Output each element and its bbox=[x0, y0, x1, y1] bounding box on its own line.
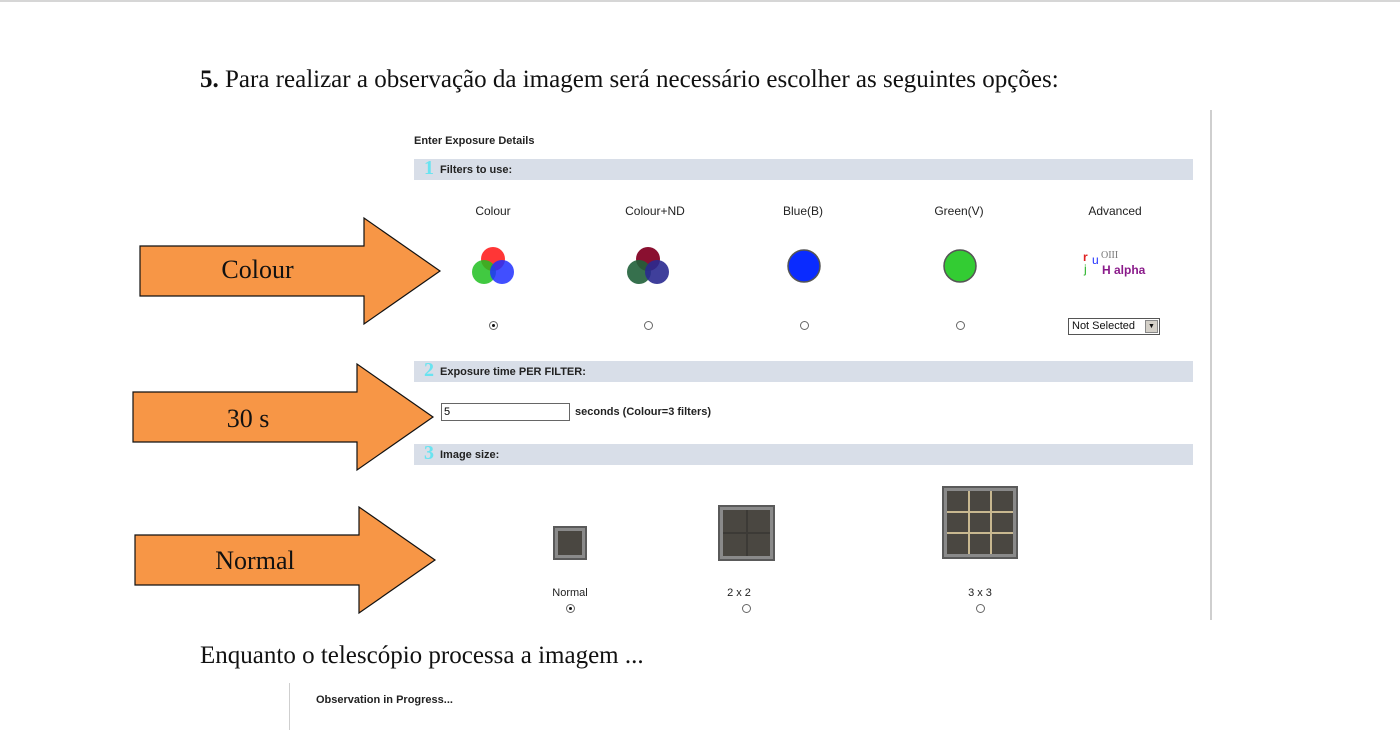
u-filter-glyph: u bbox=[1092, 253, 1099, 267]
section-label: Exposure time PER FILTER: bbox=[440, 366, 586, 378]
h-alpha-glyph: H alpha bbox=[1102, 263, 1146, 277]
step-number: 5. bbox=[200, 66, 219, 93]
section-image-size-bar: 3 Image size: bbox=[414, 442, 1193, 465]
arrow-size bbox=[134, 505, 437, 615]
filter-label-colour: Colour bbox=[475, 204, 511, 218]
j-filter-glyph: j bbox=[1084, 262, 1087, 276]
3x3-size-thumbnail[interactable] bbox=[942, 486, 1018, 559]
section-label: Image size: bbox=[440, 449, 500, 461]
observation-progress-text: Observation in Progress... bbox=[316, 694, 453, 706]
green-filter-icon[interactable] bbox=[937, 244, 983, 288]
radio-green[interactable] bbox=[956, 321, 965, 330]
arrow-label-size: Normal bbox=[215, 546, 295, 575]
arrow-label-time: 30 s bbox=[226, 404, 270, 433]
radio-colour-nd[interactable] bbox=[644, 321, 653, 330]
colour-nd-filter-icon[interactable] bbox=[625, 244, 671, 288]
arrow-time bbox=[132, 362, 435, 472]
size-label-2x2: 2 x 2 bbox=[727, 587, 751, 599]
blue-filter-icon[interactable] bbox=[781, 244, 827, 288]
panel-title: Enter Exposure Details bbox=[414, 135, 535, 147]
size-label-normal: Normal bbox=[552, 587, 588, 599]
radio-size-3x3[interactable] bbox=[976, 604, 985, 613]
filter-label-blue: Blue(B) bbox=[782, 204, 823, 218]
filter-label-advanced: Advanced bbox=[1088, 204, 1142, 218]
advanced-filters-icon: r u j OIII H alpha bbox=[1080, 250, 1160, 280]
top-divider bbox=[0, 0, 1400, 2]
select-value: Not Selected bbox=[1072, 320, 1135, 332]
advanced-filter-select[interactable]: Not Selected ▼ bbox=[1068, 318, 1160, 335]
normal-size-thumbnail[interactable] bbox=[553, 526, 587, 560]
section-number: 2 bbox=[424, 359, 434, 381]
arrow-label-colour: Colour bbox=[221, 255, 294, 284]
section-number: 3 bbox=[424, 442, 434, 464]
exposure-time-input[interactable] bbox=[441, 403, 570, 421]
colour-filter-icon[interactable] bbox=[470, 244, 516, 288]
section-exposure-bar: 2 Exposure time PER FILTER: bbox=[414, 359, 1193, 382]
radio-size-normal[interactable] bbox=[566, 604, 575, 613]
radio-colour[interactable] bbox=[489, 321, 498, 330]
arrow-colour bbox=[139, 216, 442, 326]
section-filters-bar: 1 Filters to use: bbox=[414, 157, 1193, 180]
oiii-glyph: OIII bbox=[1101, 250, 1119, 261]
radio-size-2x2[interactable] bbox=[742, 604, 751, 613]
instruction-heading: 5. Para realizar a observação da imagem … bbox=[200, 66, 1200, 94]
progress-panel-border bbox=[289, 683, 290, 730]
processing-text: Enquanto o telescópio processa a imagem … bbox=[200, 642, 644, 669]
radio-blue[interactable] bbox=[800, 321, 809, 330]
filter-label-colour-nd: Colour+ND bbox=[625, 204, 685, 218]
filter-label-green: Green(V) bbox=[934, 204, 984, 218]
panel-right-border bbox=[1210, 110, 1212, 620]
size-label-3x3: 3 x 3 bbox=[968, 587, 992, 599]
section-label: Filters to use: bbox=[440, 164, 513, 176]
chevron-down-icon[interactable]: ▼ bbox=[1145, 320, 1158, 333]
2x2-size-thumbnail[interactable] bbox=[718, 505, 775, 561]
r-filter-glyph: r bbox=[1083, 250, 1088, 264]
instruction-text: Para realizar a observação da imagem ser… bbox=[225, 66, 1059, 93]
section-number: 1 bbox=[424, 157, 434, 179]
exposure-note: seconds (Colour=3 filters) bbox=[575, 406, 712, 418]
